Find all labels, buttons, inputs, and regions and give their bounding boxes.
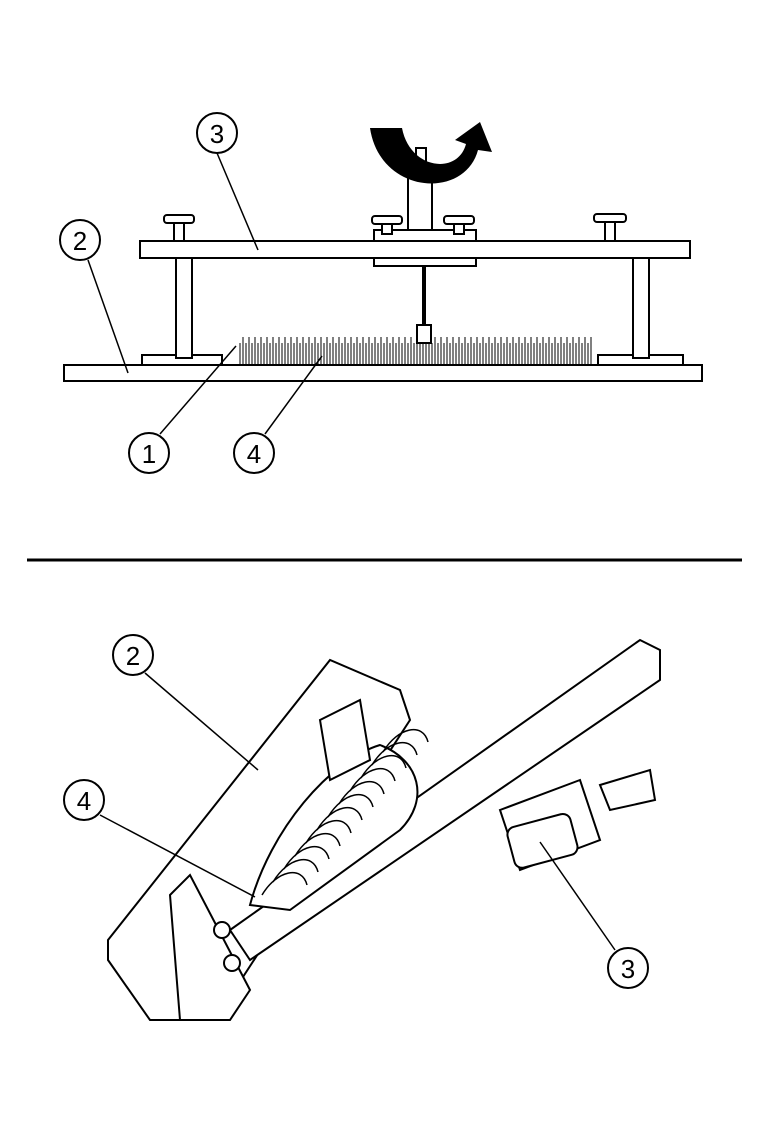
callout-1-top: 1	[128, 432, 170, 474]
svg-text:2: 2	[126, 641, 140, 671]
comb-coil	[248, 743, 419, 912]
svg-text:2: 2	[73, 226, 87, 256]
callout-2-top: 2	[59, 219, 101, 261]
coil-ring	[294, 832, 341, 857]
clamp-bar	[139, 240, 691, 259]
bottom-view-drawing	[99, 638, 661, 1021]
comb-teeth	[239, 337, 592, 365]
center-nut	[416, 324, 432, 344]
comb-coil-lines	[261, 728, 429, 896]
callout-4-top: 4	[233, 432, 275, 474]
callout-4-bottom: 4	[63, 779, 105, 821]
inner-bracket	[318, 698, 372, 782]
svg-text:3: 3	[621, 954, 635, 984]
left-post	[175, 257, 193, 359]
coil-ring	[305, 819, 352, 844]
callout-3-top: 3	[196, 112, 238, 154]
coil-ring	[261, 871, 308, 896]
coil-ring	[360, 754, 407, 779]
callout-3-bottom: 3	[607, 947, 649, 989]
side-screw	[598, 768, 657, 812]
coil-ring	[283, 845, 330, 870]
bolt	[213, 921, 231, 939]
knobs	[163, 213, 627, 242]
svg-text:4: 4	[247, 439, 261, 469]
base-plate	[63, 364, 703, 382]
top-view-drawing	[63, 122, 703, 435]
rotate-arrow-icon	[370, 122, 492, 184]
end-bracket	[168, 873, 252, 1021]
coil-ring	[349, 767, 396, 792]
svg-text:1: 1	[142, 439, 156, 469]
coil-ring	[316, 806, 363, 831]
leader-lines	[99, 672, 616, 951]
bolt	[223, 954, 241, 972]
clamp-rails	[228, 638, 661, 962]
coil-ring	[327, 793, 374, 818]
center-block-bottom	[373, 257, 477, 267]
coil-ring	[272, 858, 319, 883]
callout-2-bottom: 2	[112, 634, 154, 676]
leader-lines	[87, 152, 323, 435]
clamp-handle	[506, 812, 579, 869]
coil-ring	[382, 728, 429, 753]
svg-text:3: 3	[210, 119, 224, 149]
right-post	[632, 257, 650, 359]
coil-ring	[371, 741, 418, 766]
coil-ring	[338, 780, 385, 805]
svg-text:4: 4	[77, 786, 91, 816]
